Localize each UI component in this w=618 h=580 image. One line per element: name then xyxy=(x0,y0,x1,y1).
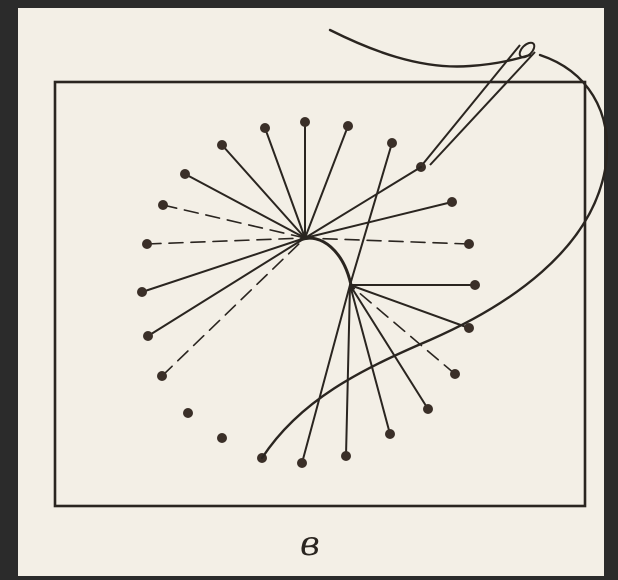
hole-marker xyxy=(137,287,147,297)
hole-marker xyxy=(217,140,227,150)
hole-marker xyxy=(183,408,193,418)
hole-marker xyxy=(343,121,353,131)
hole-marker xyxy=(297,458,307,468)
hole-marker xyxy=(142,239,152,249)
hole-marker xyxy=(385,429,395,439)
hole-marker xyxy=(341,451,351,461)
hole-marker xyxy=(158,200,168,210)
figure-caption: в xyxy=(300,524,320,564)
hole-marker xyxy=(180,169,190,179)
hole-marker xyxy=(143,331,153,341)
hole-marker xyxy=(450,369,460,379)
hole-marker xyxy=(423,404,433,414)
hole-marker xyxy=(387,138,397,148)
hole-marker xyxy=(157,371,167,381)
hole-marker xyxy=(260,123,270,133)
hole-marker xyxy=(447,197,457,207)
hole-marker xyxy=(217,433,227,443)
hole-marker xyxy=(464,239,474,249)
hole-marker xyxy=(470,280,480,290)
hole-marker xyxy=(464,323,474,333)
hole-marker xyxy=(300,117,310,127)
